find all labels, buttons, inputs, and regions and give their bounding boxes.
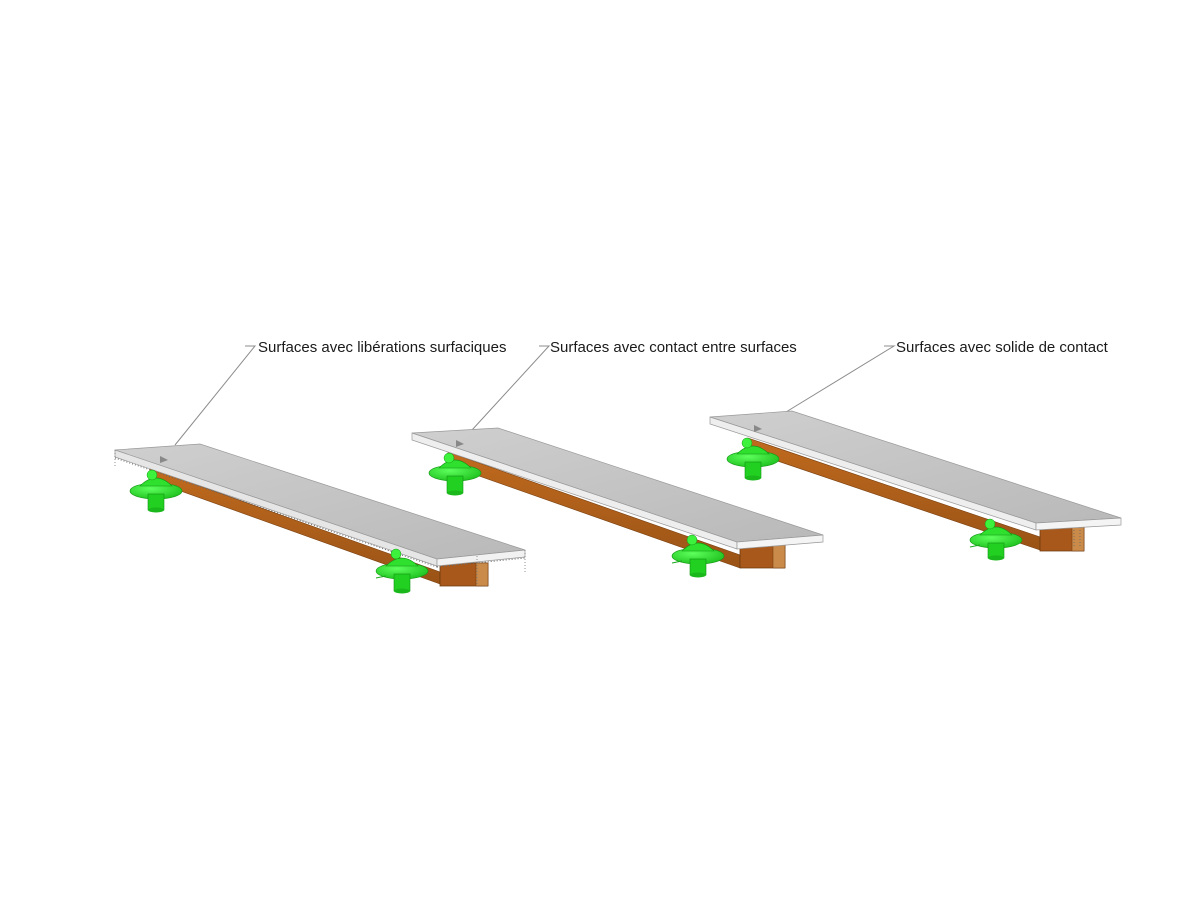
slab-end-edge-right	[1035, 517, 1122, 531]
annotation-right: Surfaces avec solide de contact	[896, 339, 1109, 356]
model-surface-contact[interactable]: Surfaces avec contact entre surfaces	[411, 339, 824, 578]
slab-end-edge-middle	[736, 534, 824, 550]
support-2-middle[interactable]	[671, 534, 725, 578]
annotation-left: Surfaces avec libérations surfaciques	[258, 339, 506, 356]
annotation-middle: Surfaces avec contact entre surfaces	[550, 339, 797, 356]
model-surface-releases[interactable]: Surfaces avec libérations surfaciques	[114, 339, 526, 594]
support-1-right[interactable]	[726, 437, 780, 481]
support-1-middle[interactable]	[428, 452, 482, 496]
leader-line-left	[174, 345, 257, 446]
steel-beam-end-face-left	[475, 562, 489, 587]
axis-marker-right	[754, 425, 762, 432]
steel-beam-end-face-right	[1071, 525, 1085, 552]
leader-line-middle	[471, 345, 551, 431]
support-2-left[interactable]	[375, 548, 429, 594]
steel-beam-end-face-middle	[772, 544, 786, 569]
support-1-left[interactable]	[129, 469, 183, 513]
axis-marker-middle	[456, 440, 464, 447]
model-contact-solid[interactable]: Surfaces avec solide de contact	[709, 339, 1122, 561]
support-2-right[interactable]	[969, 518, 1023, 561]
axis-marker-left	[160, 456, 168, 463]
leader-line-right	[785, 345, 896, 413]
